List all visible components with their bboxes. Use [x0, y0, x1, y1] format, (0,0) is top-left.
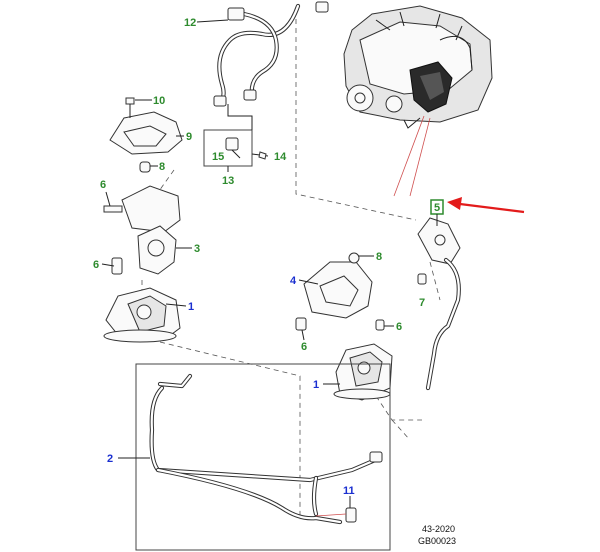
callout-15: 15: [212, 151, 224, 163]
highlighted-part-5: 5: [430, 199, 444, 226]
callout-14: 14: [274, 151, 287, 163]
callout-1-left: 1: [188, 301, 194, 313]
callout-7: 7: [419, 297, 425, 309]
reference-code: 43-2020 GB00023: [418, 524, 456, 546]
sensor-box-13: [203, 104, 269, 172]
callout-6-b: 6: [93, 259, 99, 271]
engine-mount-left: [103, 287, 181, 343]
wiring-harness-12: [213, 1, 329, 107]
callout-1-right: 1: [313, 379, 319, 391]
callout-9: 9: [186, 131, 192, 143]
callout-12: 12: [184, 17, 196, 29]
mount-bracket-3: [103, 161, 181, 275]
engine-block: [343, 5, 493, 129]
callout-3: 3: [194, 243, 200, 255]
assembly-guide-lines: [141, 10, 441, 520]
heat-shield-9: [109, 97, 183, 155]
callout-13: 13: [222, 175, 234, 187]
engine-mount-bracket-4: [295, 252, 385, 331]
callout-6-d: 6: [301, 341, 307, 353]
callout-10: 10: [153, 95, 165, 107]
engine-mount-right: [333, 343, 393, 401]
callouts: 12 10 9 8 15 13 14 6 3 6 1 4 8 6 6 1 7 2…: [93, 17, 425, 508]
callout-6-c: 6: [396, 321, 402, 333]
callout-5: 5: [434, 202, 440, 214]
reference-code-line-1: 43-2020: [422, 524, 455, 534]
callout-8-b: 8: [376, 251, 382, 263]
reference-code-line-2: GB00023: [418, 536, 456, 546]
red-pointer-arrow: [447, 197, 525, 214]
callout-2: 2: [107, 453, 113, 465]
callout-11: 11: [343, 485, 355, 497]
callout-4: 4: [290, 275, 297, 287]
callout-6-a: 6: [100, 179, 106, 191]
hose-assembly-box: [135, 363, 391, 551]
bracket-5-with-pipe: [417, 217, 461, 391]
callout-8: 8: [159, 161, 165, 173]
